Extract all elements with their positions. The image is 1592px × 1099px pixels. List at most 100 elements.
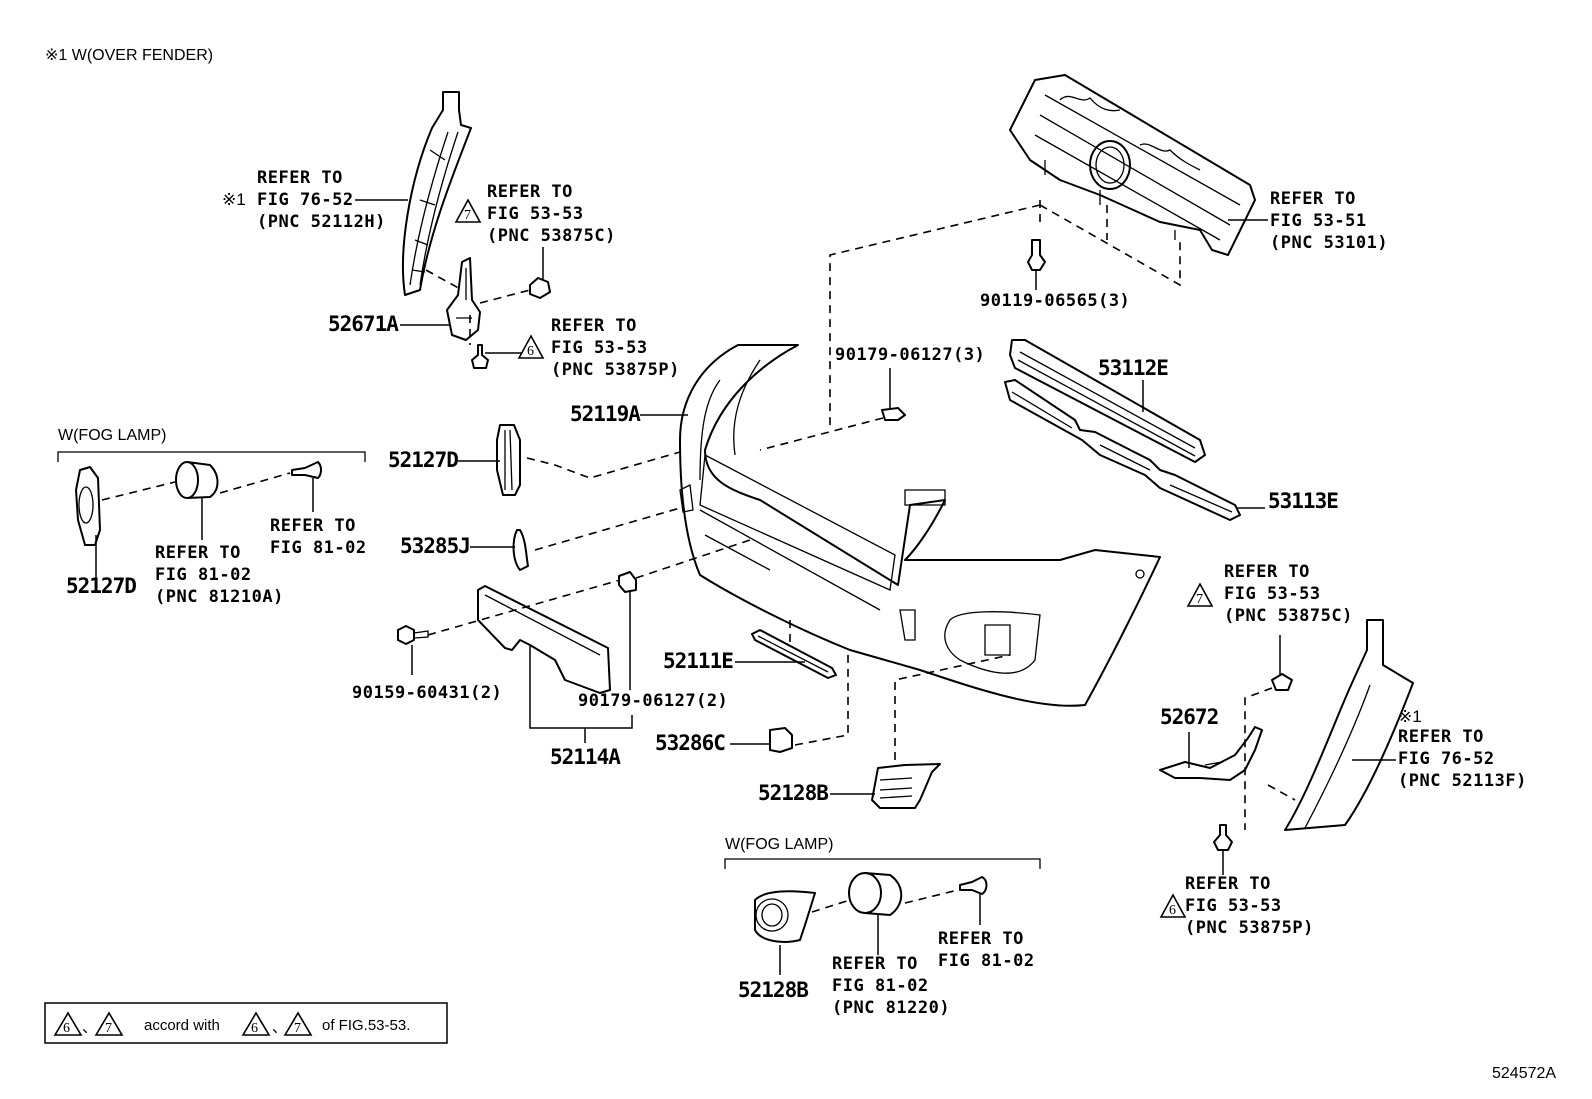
svg-text:W(FOG LAMP): W(FOG LAMP) xyxy=(725,836,833,853)
over-fender-right-drawing xyxy=(1284,619,1414,831)
svg-text:of FIG.53-53.: of FIG.53-53. xyxy=(322,1017,410,1034)
triangle-6-icon xyxy=(517,334,545,359)
dash-line xyxy=(101,481,176,501)
svg-text:52127D: 52127D xyxy=(66,574,136,598)
part-52119A[interactable]: 52119A xyxy=(570,402,688,426)
grille-53112E-drawing xyxy=(1009,339,1206,463)
triangle-7-icon xyxy=(1186,582,1214,607)
part-52111E[interactable]: 52111E xyxy=(663,649,805,673)
radiator-grille-drawing xyxy=(1009,74,1256,256)
svg-text:52672: 52672 xyxy=(1160,705,1218,729)
svg-text:REFER TO: REFER TO xyxy=(832,954,918,974)
svg-text:accord with: accord with xyxy=(144,1017,220,1034)
ref-foglamp-bottom-screw: REFER TO FIG 81-02 xyxy=(938,929,1035,971)
dash-line xyxy=(1267,784,1296,801)
svg-text:7: 7 xyxy=(1196,592,1203,607)
screw-53875P-right-drawing xyxy=(1213,824,1233,875)
svg-text:53113E: 53113E xyxy=(1268,489,1338,513)
dash-line xyxy=(794,650,849,746)
svg-text:90179-06127(3): 90179-06127(3) xyxy=(835,345,985,365)
triangle-6-icon xyxy=(1159,893,1187,918)
screw-90119-06565-drawing xyxy=(1027,239,1046,290)
part-52672[interactable]: 52672 xyxy=(1160,705,1219,768)
svg-text:REFER TO: REFER TO xyxy=(257,168,343,188)
svg-text:6: 6 xyxy=(527,344,534,359)
svg-text:、: 、 xyxy=(82,1019,97,1036)
svg-text:(PNC 53875C): (PNC 53875C) xyxy=(487,226,616,246)
svg-text:(PNC 81220): (PNC 81220) xyxy=(832,998,950,1018)
svg-text:W(FOG LAMP): W(FOG LAMP) xyxy=(58,427,166,444)
svg-text:53286C: 53286C xyxy=(655,731,725,755)
svg-text:REFER TO: REFER TO xyxy=(551,316,637,336)
dash-line xyxy=(534,507,681,551)
svg-text:7: 7 xyxy=(464,208,471,223)
plate-bracket-drawing xyxy=(477,585,611,694)
part-90179-06127-2[interactable]: 90179-06127(2) xyxy=(578,691,728,711)
svg-text:FIG 81-02: FIG 81-02 xyxy=(270,538,367,558)
part-53113E[interactable]: 53113E xyxy=(1237,489,1339,513)
svg-text:6: 6 xyxy=(63,1021,70,1036)
part-52128B-main[interactable]: 52128B xyxy=(758,781,875,805)
svg-text:FIG 53-53: FIG 53-53 xyxy=(1185,896,1282,916)
dash-line xyxy=(479,289,531,304)
svg-text:REFER TO: REFER TO xyxy=(1185,874,1271,894)
svg-text:(PNC 53875C): (PNC 53875C) xyxy=(1224,606,1353,626)
svg-text:REFER TO: REFER TO xyxy=(487,182,573,202)
fog-lamp-bottom-group: W(FOG LAMP) xyxy=(724,836,1041,975)
svg-text:90119-06565(3): 90119-06565(3) xyxy=(980,291,1130,311)
part-53286C[interactable]: 53286C xyxy=(655,731,770,755)
svg-text:REFER TO: REFER TO xyxy=(1224,562,1310,582)
svg-text:REFER TO: REFER TO xyxy=(155,543,241,563)
svg-text:REFER TO: REFER TO xyxy=(1270,189,1356,209)
bumper-cover-52119A-drawing xyxy=(679,344,1161,707)
svg-text:※1: ※1 xyxy=(222,190,246,209)
svg-text:(PNC 53875P): (PNC 53875P) xyxy=(551,360,680,380)
part-90159-60431[interactable]: 90159-60431(2) xyxy=(352,683,502,703)
ref-foglamp-left-screw: REFER TO FIG 81-02 xyxy=(270,516,367,558)
part-52671A[interactable]: 52671A xyxy=(328,312,450,336)
part-52127D-fog[interactable]: 52127D xyxy=(66,574,137,598)
molding-52111E-drawing xyxy=(751,629,837,679)
clip-53875C-right-drawing xyxy=(1271,673,1293,691)
nut-90179-06127-2-drawing xyxy=(618,571,637,690)
dash-line xyxy=(635,539,751,579)
svg-text:REFER TO: REFER TO xyxy=(938,929,1024,949)
triangle-7-icon xyxy=(283,1011,313,1036)
part-53112E[interactable]: 53112E xyxy=(1098,356,1169,380)
dash-line xyxy=(425,269,463,291)
svg-text:52111E: 52111E xyxy=(663,649,733,673)
part-52127D-main[interactable]: 52127D xyxy=(388,448,500,472)
cover-53286C-drawing xyxy=(769,727,793,753)
svg-text:(PNC 52112H): (PNC 52112H) xyxy=(257,212,386,232)
svg-text:FIG 76-52: FIG 76-52 xyxy=(257,190,354,210)
svg-text:※1: ※1 xyxy=(1398,707,1422,726)
legend-box: 6 、 7 accord with 6 、 7 of FIG.53-53. xyxy=(44,1002,448,1044)
ref-screw-right-6: 6 REFER TO FIG 53-53 (PNC 53875P) xyxy=(1159,874,1313,938)
svg-text:(PNC 81210A): (PNC 81210A) xyxy=(155,587,284,607)
part-52128B-fog[interactable]: 52128B xyxy=(738,978,809,1002)
svg-text:90159-60431(2): 90159-60431(2) xyxy=(352,683,502,703)
ref-foglamp-left-unit: REFER TO FIG 81-02 (PNC 81210A) xyxy=(155,543,284,607)
triangle-7-icon xyxy=(94,1011,124,1036)
triangle-6-icon xyxy=(53,1011,83,1036)
part-53285J[interactable]: 53285J xyxy=(400,534,515,558)
svg-text:52128B: 52128B xyxy=(738,978,808,1002)
svg-text:FIG 81-02: FIG 81-02 xyxy=(938,951,1035,971)
over-fender-note: ※1 W(OVER FENDER) xyxy=(45,47,213,64)
ref-fender-left: ※1 REFER TO FIG 76-52 (PNC 52112H) xyxy=(222,168,408,232)
cover-53285J-drawing xyxy=(512,529,529,571)
dash-line xyxy=(894,654,1011,760)
svg-text:REFER TO: REFER TO xyxy=(270,516,356,536)
svg-text:FIG 81-02: FIG 81-02 xyxy=(832,976,929,996)
part-52114A[interactable]: 52114A xyxy=(529,645,633,769)
svg-text:52114A: 52114A xyxy=(550,745,621,769)
part-90179-06127-3[interactable]: 90179-06127(3) xyxy=(835,345,985,365)
svg-text:53112E: 53112E xyxy=(1098,356,1168,380)
svg-text:FIG 53-53: FIG 53-53 xyxy=(551,338,648,358)
svg-text:7: 7 xyxy=(294,1021,301,1036)
part-90119-06565[interactable]: 90119-06565(3) xyxy=(980,291,1130,311)
svg-text:FIG 76-52: FIG 76-52 xyxy=(1398,749,1495,769)
ref-fender-right: ※1 REFER TO FIG 76-52 (PNC 52113F) xyxy=(1352,707,1526,791)
figure-id: 524572A xyxy=(1492,1065,1556,1082)
